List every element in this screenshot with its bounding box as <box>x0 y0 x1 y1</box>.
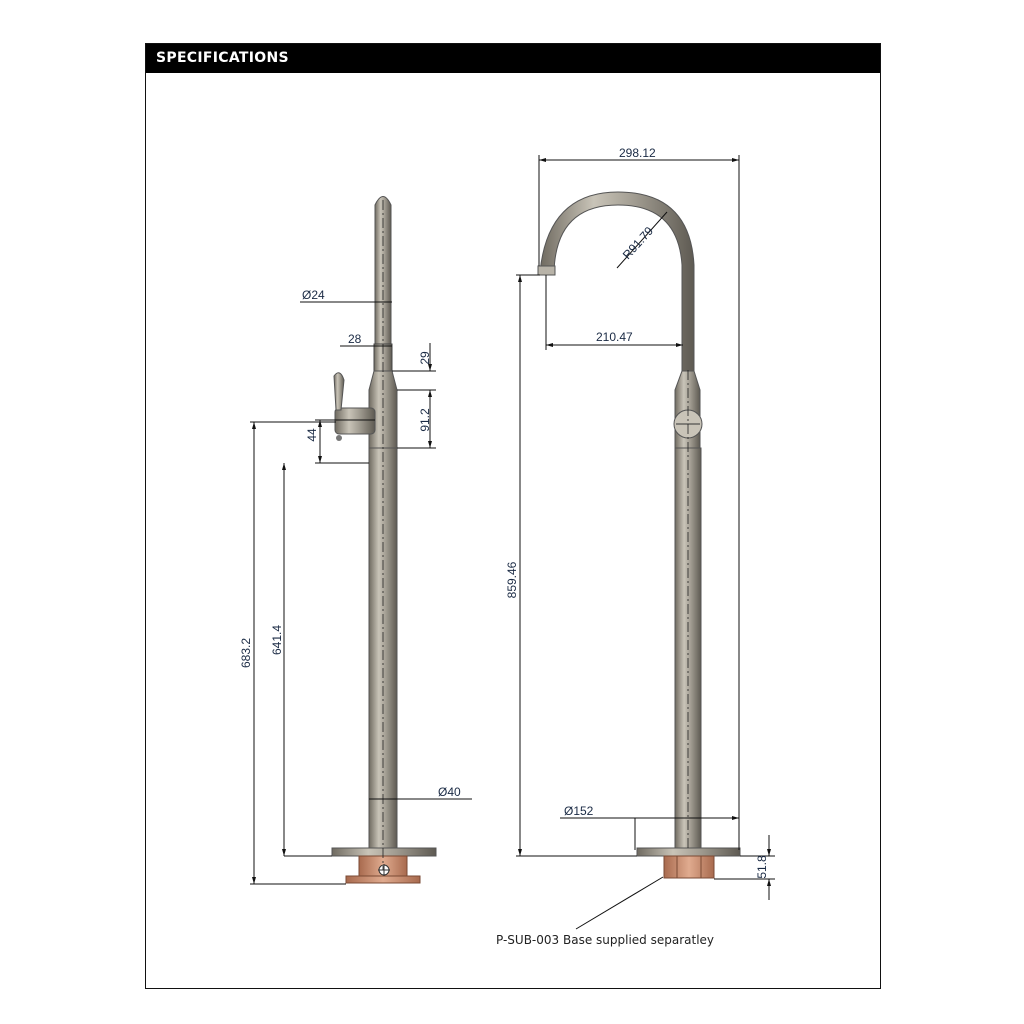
front-view-dimensions <box>516 155 775 930</box>
front-view-faucet <box>537 191 741 879</box>
dim-stem-diameter: Ø40 <box>438 785 461 799</box>
spec-sheet-frame: SPECIFICATIONS <box>145 43 881 989</box>
dim-collar-height: 29 <box>418 351 432 365</box>
dim-handle-offset: 44 <box>305 428 319 442</box>
dim-spout-reach: 210.47 <box>596 330 633 344</box>
dim-flange-diameter: Ø152 <box>564 804 594 818</box>
dim-overall-reach: 298.12 <box>619 146 656 160</box>
dim-collar-width: 28 <box>348 332 362 346</box>
side-view-dimensions <box>250 301 472 885</box>
front-view-labels: 298.12 R91.79 210.47 859.46 Ø152 51.8 P-… <box>496 146 769 947</box>
dim-bend-radius: R91.79 <box>620 224 657 262</box>
dim-body-height: 91.2 <box>418 408 432 432</box>
side-view-labels: Ø24 28 29 91.2 44 683.2 641.4 Ø40 <box>239 288 461 799</box>
section-header: SPECIFICATIONS <box>146 44 880 73</box>
dim-handle-to-floor: 683.2 <box>239 638 253 668</box>
dim-outlet-height: 859.46 <box>505 561 519 598</box>
dim-spout-diameter: Ø24 <box>302 288 325 302</box>
dim-base-height: 51.8 <box>755 855 769 879</box>
base-note: P-SUB-003 Base supplied separatley <box>496 933 714 947</box>
dim-body-to-floor: 641.4 <box>270 625 284 655</box>
side-view-faucet <box>331 196 437 884</box>
